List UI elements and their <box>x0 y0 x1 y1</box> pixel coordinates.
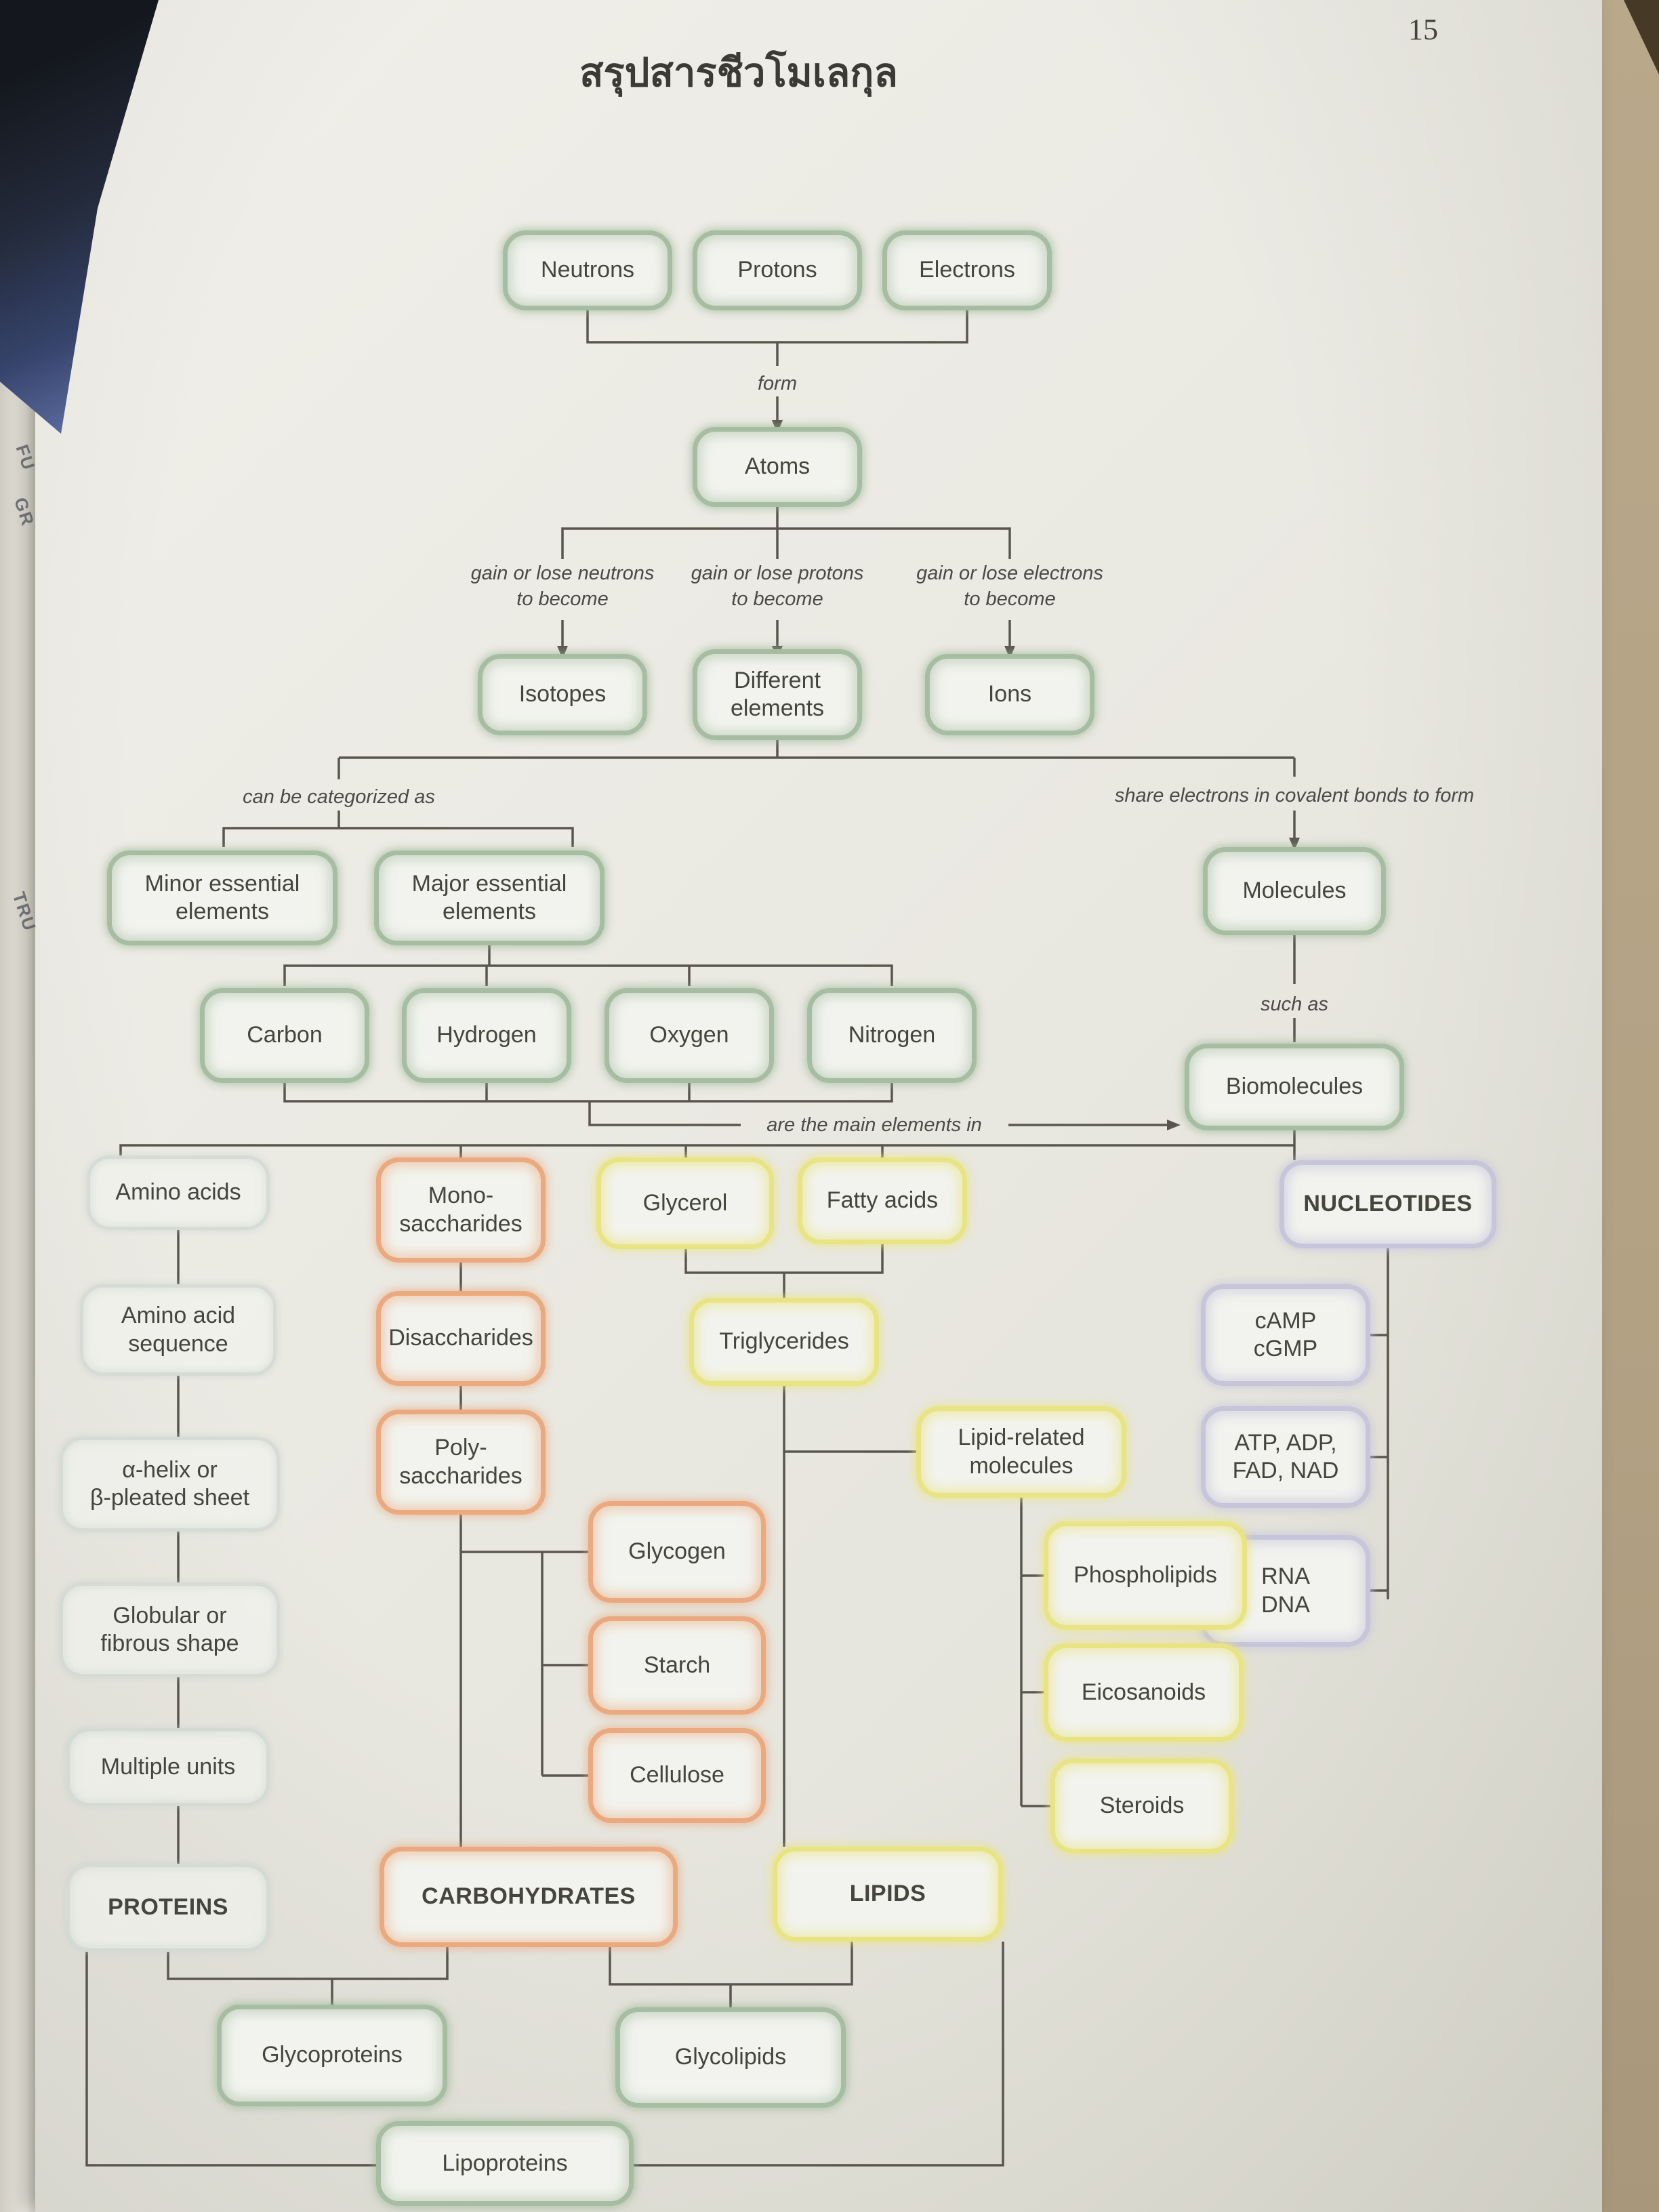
node-phospholipids: Phospholipids <box>1044 1521 1247 1630</box>
edge-label-main-elements: are the main elements in <box>766 1114 982 1136</box>
node-eicosanoids: Eicosanoids <box>1044 1643 1244 1742</box>
node-lipid-related-molecules: Lipid-related molecules <box>916 1406 1126 1498</box>
node-glycogen: Glycogen <box>588 1501 766 1603</box>
edge-label-gain-electrons: gain or lose electrons to become <box>916 562 1103 610</box>
node-major-essential-elements: Major essential elements <box>374 851 605 945</box>
node-cellulose: Cellulose <box>588 1728 766 1823</box>
edge-label-gain-protons: gain or lose protons to become <box>691 562 864 610</box>
node-isotopes: Isotopes <box>478 654 647 735</box>
node-amino-acid-sequence: Amino acid sequence <box>80 1284 276 1376</box>
node-steroids: Steroids <box>1050 1759 1233 1853</box>
node-monosaccharides: Mono- saccharides <box>376 1158 546 1263</box>
node-carbon: Carbon <box>200 988 369 1083</box>
edge-label-such-as: such as <box>1261 994 1328 1015</box>
node-molecules: Molecules <box>1203 847 1386 935</box>
node-disaccharides: Disaccharides <box>376 1291 546 1386</box>
edge-label-gain-neutrons: gain or lose neutrons to become <box>470 562 655 610</box>
node-protons: Protons <box>693 230 862 310</box>
node-multiple-units: Multiple units <box>66 1728 270 1806</box>
node-glycolipids: Glycolipids <box>615 2007 846 2108</box>
node-glycerol: Glycerol <box>596 1158 774 1249</box>
node-electrons: Electrons <box>882 230 1052 310</box>
page-number: 15 <box>1408 13 1438 46</box>
node-lipoproteins: Lipoproteins <box>376 2121 634 2206</box>
node-biomolecules: Biomolecules <box>1185 1044 1404 1130</box>
node-nitrogen: Nitrogen <box>807 988 977 1083</box>
page-title: สรุปสารชีวโมเลกุล <box>579 51 898 95</box>
node-minor-essential-elements: Minor essential elements <box>107 851 337 945</box>
node-starch: Starch <box>588 1616 766 1715</box>
node-camp-cgmp: cAMP cGMP <box>1201 1284 1370 1386</box>
node-atoms: Atoms <box>693 427 862 507</box>
node-lipids: LIPIDS <box>773 1847 1003 1942</box>
node-neutrons: Neutrons <box>503 230 672 310</box>
node-nucleotides: NUCLEOTIDES <box>1279 1160 1496 1248</box>
node-triglycerides: Triglycerides <box>689 1298 879 1386</box>
node-different-elements: Different elements <box>693 649 862 740</box>
node-amino-acids: Amino acids <box>87 1155 270 1230</box>
node-oxygen: Oxygen <box>605 988 774 1083</box>
node-fatty-acids: Fatty acids <box>798 1158 967 1244</box>
node-carbohydrates: CARBOHYDRATES <box>380 1847 678 1947</box>
node-globular-fibrous: Globular or fibrous shape <box>60 1582 280 1677</box>
edge-label-categorized: can be categorized as <box>243 786 435 808</box>
node-helix-sheet: α-helix or β-pleated sheet <box>60 1437 280 1532</box>
node-atp-adp-fad-nad: ATP, ADP, FAD, NAD <box>1201 1406 1370 1508</box>
node-hydrogen: Hydrogen <box>402 988 571 1083</box>
node-glycoproteins: Glycoproteins <box>217 2005 447 2106</box>
node-proteins: PROTEINS <box>66 1864 270 1952</box>
node-ions: Ions <box>925 654 1094 735</box>
edge-label-form: form <box>758 373 797 394</box>
node-polysaccharides: Poly- saccharides <box>376 1410 546 1515</box>
edge-label-covalent: share electrons in covalent bonds to for… <box>1114 785 1475 806</box>
